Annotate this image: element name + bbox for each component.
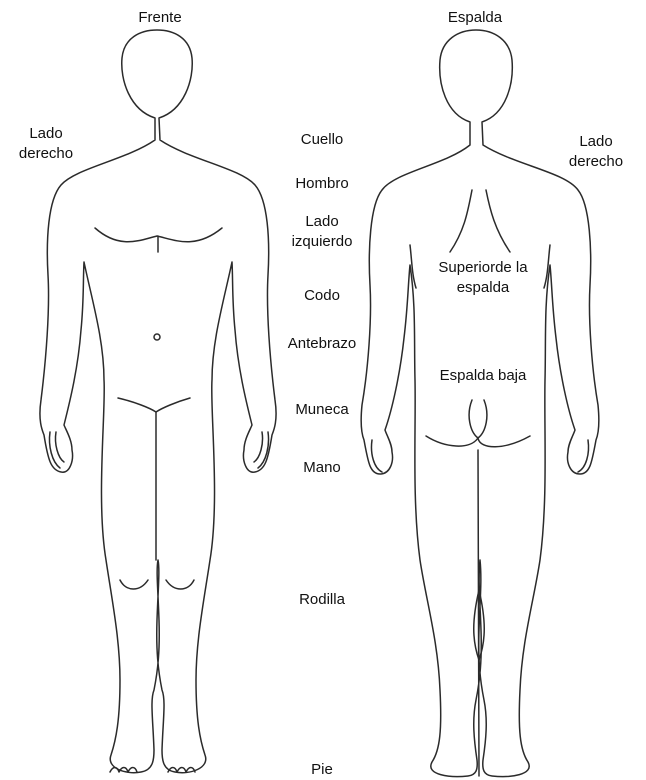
front-navel — [154, 334, 160, 340]
label-shoulder: Hombro — [262, 174, 382, 194]
label-elbow: Codo — [262, 286, 382, 306]
label-upper-back: Superiorde la espalda — [418, 258, 548, 298]
label-wrist: Muneca — [262, 400, 382, 420]
label-lower-back: Espalda baja — [418, 366, 548, 386]
back-spine-left — [450, 190, 472, 252]
label-hand: Mano — [262, 458, 382, 478]
label-foot: Pie — [262, 760, 382, 780]
front-groin-line — [118, 398, 190, 412]
label-back-right-side: Lado derecho — [556, 132, 636, 172]
front-hand-left — [49, 432, 64, 468]
front-knee-right — [166, 580, 194, 589]
front-knee-left — [120, 580, 148, 589]
back-title: Espalda — [430, 8, 520, 28]
back-hand-right — [578, 440, 589, 472]
back-buttocks — [426, 400, 530, 447]
label-neck: Cuello — [262, 130, 382, 150]
front-title: Frente — [120, 8, 200, 28]
label-front-right-side: Lado derecho — [6, 124, 86, 164]
label-left-side: Lado izquierdo — [262, 212, 382, 252]
label-knee: Rodilla — [262, 590, 382, 610]
back-leg-split — [478, 450, 479, 776]
back-spine-right — [486, 190, 510, 252]
label-forearm: Antebrazo — [262, 334, 382, 354]
